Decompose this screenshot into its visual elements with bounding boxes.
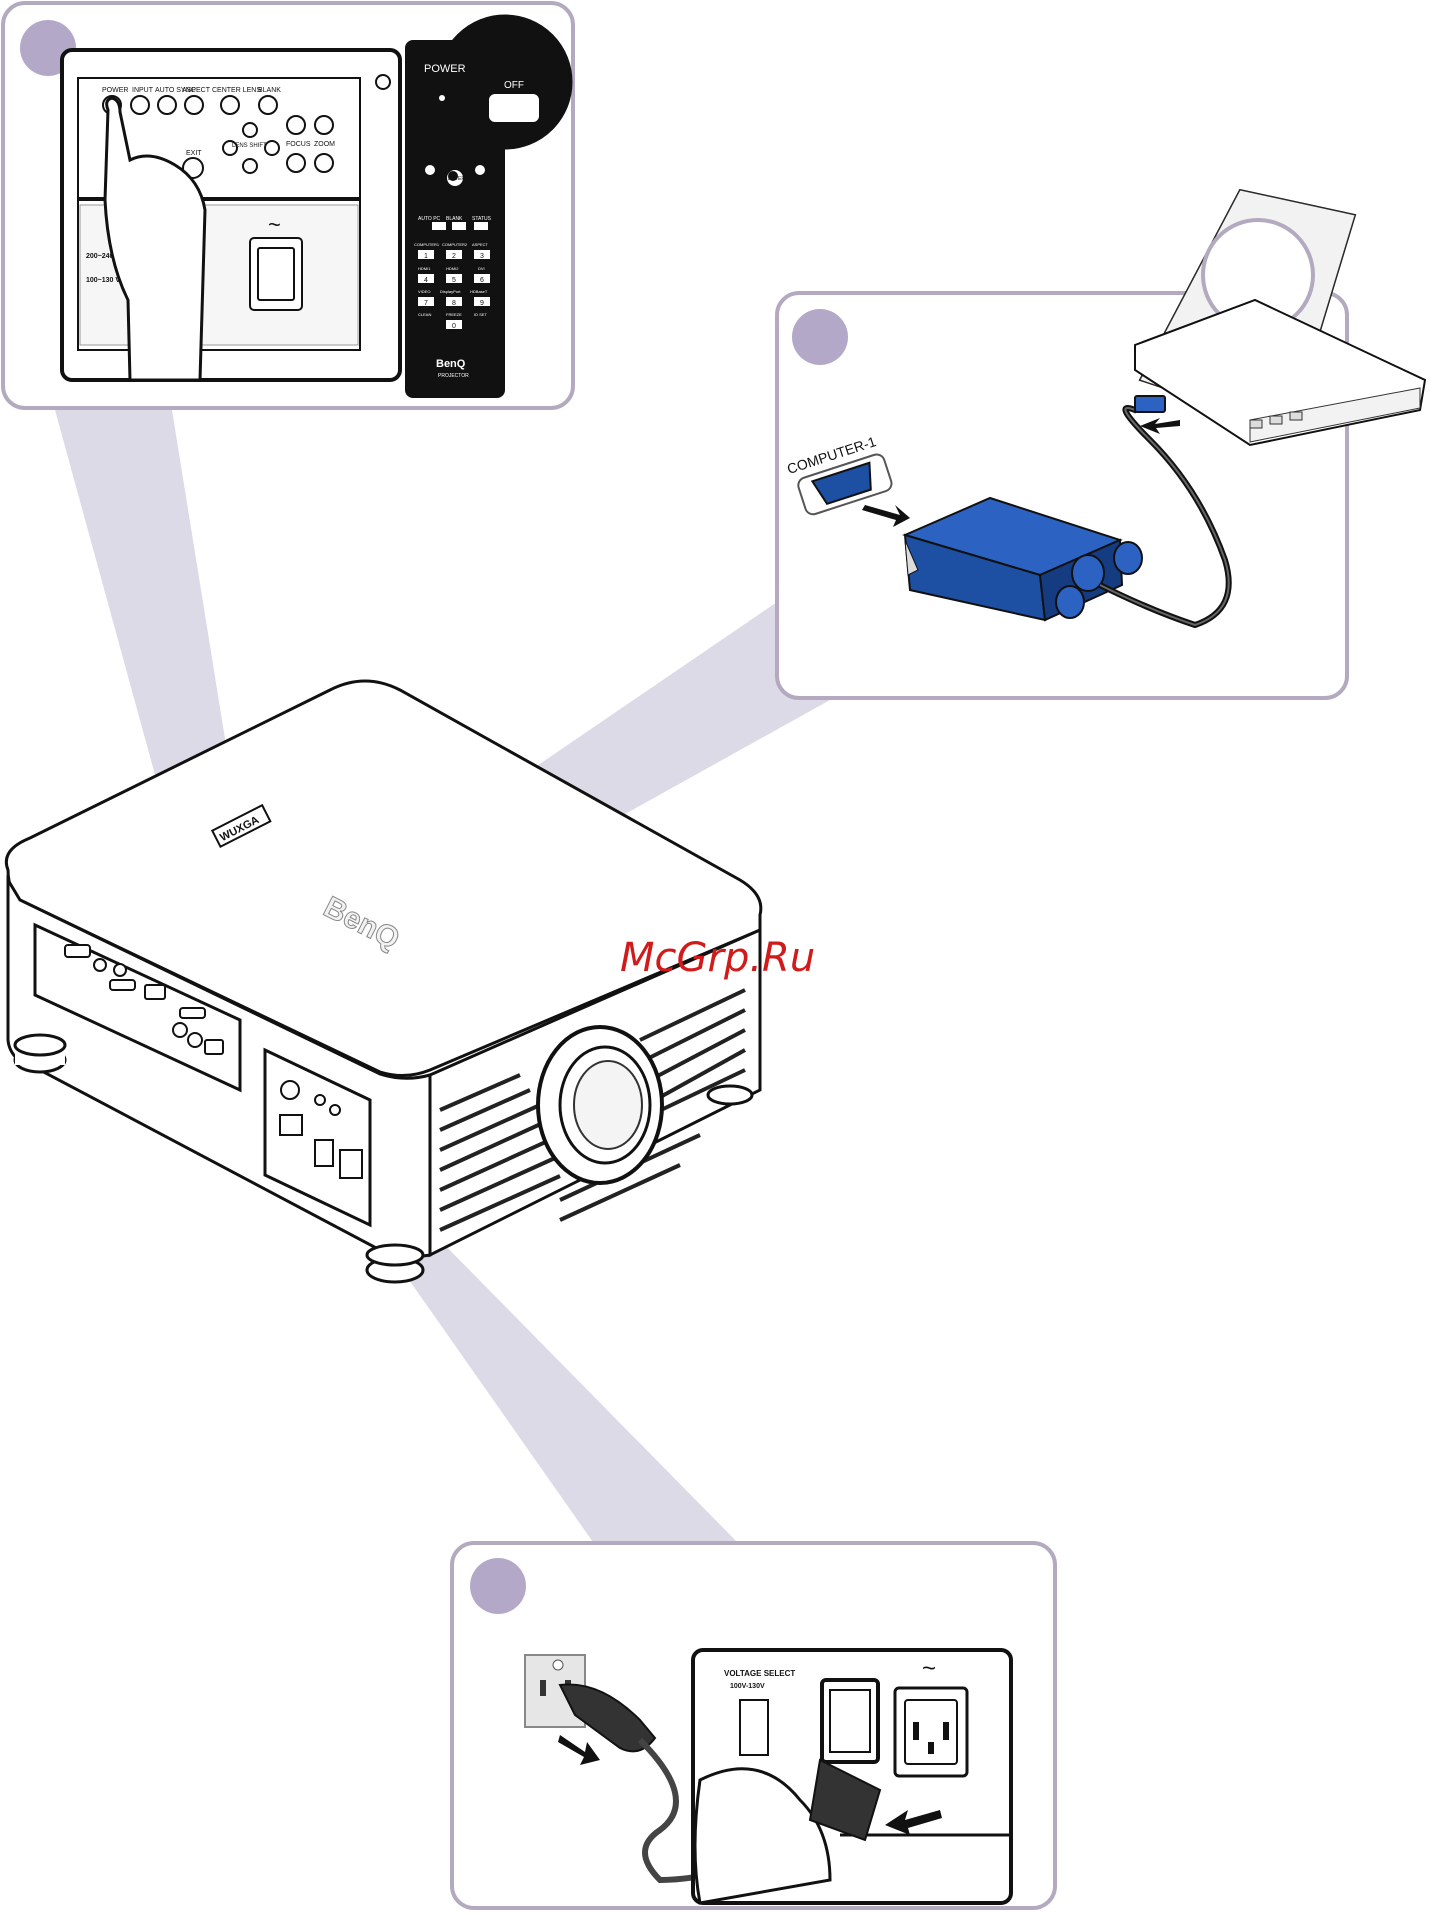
label-lens-shift: LENS SHIFT [232, 143, 267, 149]
label-center-lens: CENTER LENS [212, 87, 261, 94]
remote-label-computer2: COMPUTER2 [442, 242, 468, 247]
vga-connector [902, 395, 1232, 629]
remote-key-3 [474, 250, 490, 259]
label-power: POWER [102, 87, 128, 94]
remote-label-auto-pc: AUTO PC [418, 216, 441, 222]
remote-label-status: STATUS [472, 216, 492, 222]
remote-key-label: 2 [452, 253, 456, 260]
remote-key-5 [446, 274, 462, 283]
remote-label-dvi: DVI [478, 266, 485, 271]
remote-key-label: 8 [452, 300, 456, 307]
step-2-marker [792, 309, 848, 365]
remote-key-4 [418, 274, 434, 283]
remote-brand-sub: PROJECTOR [438, 373, 469, 379]
unplugging-hand [693, 1767, 832, 1905]
step-3-marker [470, 1558, 526, 1614]
remote-key-9 [474, 297, 490, 306]
remote-key-label: 5 [452, 277, 456, 284]
power-panel-closeup: VOLTAGE SELECT 100V-130V ~ [691, 1648, 1013, 1905]
label-aspect: ASPECT [182, 87, 211, 94]
remote-label-off: OFF [504, 80, 524, 91]
remote-key-label: 3 [480, 253, 484, 260]
remote-key-0 [446, 320, 462, 329]
beam-to-power-socket [360, 1210, 740, 1545]
remote-key-label: 0 [452, 323, 456, 330]
control-panel-illustration: ~ POWER INPUT AUTO SYNC ASPECT CENTER LE… [60, 48, 402, 382]
label-focus: FOCUS [286, 141, 311, 148]
remote-key-2 [446, 250, 462, 259]
remote-label-freeze: FREEZE [446, 312, 462, 317]
remote-brand: BenQ [436, 358, 466, 370]
wall-outlet [524, 1654, 731, 1884]
label-voltage-high: 200~240 V [86, 253, 120, 260]
remote-key-label: 9 [480, 300, 484, 307]
label-voltage-low: 100~130 VAC [86, 277, 130, 284]
remote-label-hdmi1: HDMI1 [418, 266, 431, 271]
remote-label-clean: CLEAN [418, 312, 431, 317]
remote-key-label: 6 [480, 277, 484, 284]
remote-number-keys: 1 2 3 4 5 6 7 8 9 0 [418, 250, 490, 330]
remote-label-power: POWER [424, 63, 466, 75]
remote-control: POWER OFF ENTER AUTO PC BLANK STATUS COM… [405, 14, 573, 398]
ac-symbol-panel3: ~ [922, 1655, 936, 1682]
remote-key-6 [474, 274, 490, 283]
remote-label-hdmi2: HDMI2 [446, 266, 459, 271]
remote-key-label: 7 [424, 300, 428, 307]
remote-label-video: VIDEO [418, 289, 430, 294]
remote-key-label: 1 [424, 253, 428, 260]
label-auto-sync: AUTO SYNC [155, 87, 196, 94]
remote-label-blank: BLANK [446, 216, 463, 222]
remote-key-label: 4 [424, 277, 428, 284]
remote-off-button [487, 92, 541, 124]
voltage-range-label: 100V-130V [730, 1683, 765, 1690]
remote-key-1 [418, 250, 434, 259]
remote-label-enter: ENTER [448, 176, 465, 182]
pressing-hand [103, 96, 207, 382]
projector: BenQ WUXGA [4, 679, 763, 1284]
watermark: McGrp.Ru [620, 935, 816, 981]
remote-label-aspect: ASPECT [472, 242, 489, 247]
ac-symbol: ~ [268, 212, 281, 237]
voltage-select-label: VOLTAGE SELECT [724, 1669, 795, 1678]
remote-label-id-set: ID SET [474, 312, 487, 317]
label-zoom: ZOOM [314, 141, 335, 148]
laptop [1134, 188, 1427, 447]
remote-key-8 [446, 297, 462, 306]
label-input: INPUT [132, 87, 154, 94]
remote-label-computer1: COMPUTER1 [414, 242, 440, 247]
remote-label-displayport: DisplayPort [440, 289, 461, 294]
label-exit: EXIT [186, 150, 202, 157]
remote-label-hdbaset: HDBaseT [470, 289, 488, 294]
label-blank: BLANK [258, 87, 281, 94]
remote-key-7 [418, 297, 434, 306]
